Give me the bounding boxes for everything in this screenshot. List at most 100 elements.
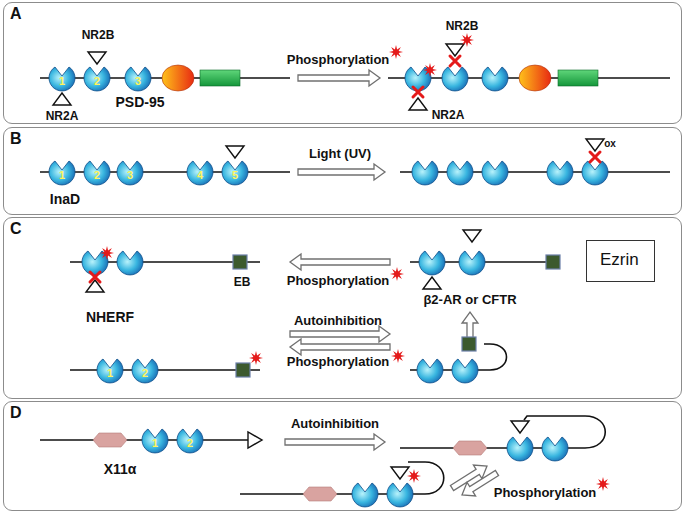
transition-arrow [298,164,385,180]
transition-arrow [290,339,390,355]
peptide-triangle [248,432,262,448]
domain-number: 2 [187,437,193,449]
pdz-domain [84,67,110,91]
phospho-star [389,45,403,59]
pdz-domain [387,483,413,507]
ptb-domain [93,433,127,447]
domain-number: 1 [59,75,65,87]
panel-letter: C [10,220,22,238]
pdz-domain [582,161,608,185]
pdz-domain [49,67,75,91]
figure-panel: B [3,127,682,215]
domain-number: 3 [135,75,141,87]
domain-number: 4 [197,169,203,181]
pdz-domain [452,359,478,383]
protein-name: InaD [50,192,80,207]
phospho-star [423,63,437,77]
protein-box: Ezrin [586,240,655,282]
ptb-domain [303,487,337,501]
peptide-triangle [409,98,427,110]
pdz-domain [419,251,445,275]
process-label: β2-AR or CFTR [423,293,516,307]
process-label: Phosphorylation [287,53,390,67]
pdz-domain [352,483,378,507]
transition-arrow [290,326,390,342]
eb-domain [546,255,560,269]
peptide-label: NR2A [46,110,79,123]
backbone-line [40,171,290,173]
peptide-triangle [511,421,529,433]
phospho-star [390,267,404,281]
protein-name: NHERF [86,310,134,325]
domain-number: 1 [152,437,158,449]
pdz-domain [447,161,473,185]
phospho-star [391,349,405,363]
pdz-domain [542,437,568,461]
pdz-domain [117,251,143,275]
domain-number: 2 [94,169,100,181]
pdz-domain [82,251,108,275]
domain-number: 1 [59,169,65,181]
peptide-label: NR2A [432,109,465,122]
pdz-domain [177,429,203,453]
protein-name: X11α [104,462,137,477]
domain-number: 2 [142,367,148,379]
peptide-triangle [586,139,604,151]
sh3-domain [519,65,551,91]
transition-arrow [290,254,390,270]
pdz-domain [412,161,438,185]
pdz-domain [459,251,485,275]
peptide-triangle [446,44,464,56]
transition-arrow [285,434,385,450]
pdz-domain [222,161,248,185]
domain-number: 5 [232,169,238,181]
backbone-line [524,416,605,448]
domain-number: 2 [94,75,100,87]
peptide-triangle [463,230,481,242]
pdz-domain [117,161,143,185]
backbone-line [484,344,507,370]
peptide-label: EB [234,276,251,289]
gk-domain [200,70,240,86]
phospho-star [100,246,114,260]
block-cross [413,87,423,97]
box-label: Ezrin [600,250,641,270]
pdz-domain [442,67,468,91]
pdz-domain [507,437,533,461]
state-label: ox [604,138,616,149]
pdz-domain [482,67,508,91]
ptb-domain [453,441,487,455]
drawing [40,33,670,507]
domain-number: 1 [107,367,113,379]
phospho-star [460,33,474,47]
pdz-domain [142,429,168,453]
process-label: Phosphorylation [494,486,597,500]
process-label: Phosphorylation [287,274,390,288]
pdz-domain [417,359,443,383]
process-label: Phosphorylation [287,355,390,369]
panel-letter: B [10,130,22,148]
block-cross [590,152,600,162]
panel-letter: D [10,404,22,422]
figure-panel: C Ezrin [3,217,682,399]
process-label: Autoinhibition [294,314,382,328]
phospho-star [407,469,421,483]
peptide-triangle [53,93,71,105]
pdz-domain [49,161,75,185]
phospho-star [249,351,263,365]
eb-domain [233,255,247,269]
phospho-star [596,477,610,491]
transition-arrow [298,70,380,86]
gk-domain [558,70,598,86]
pdz-domain [84,161,110,185]
panel-letter: A [10,5,22,23]
pdz-domain [132,359,158,383]
pdz-domain [187,161,213,185]
peptide-label: NR2B [446,20,479,33]
eb-domain [462,337,476,351]
peptide-triangle [423,277,441,289]
process-label: Autoinhibition [291,417,379,431]
